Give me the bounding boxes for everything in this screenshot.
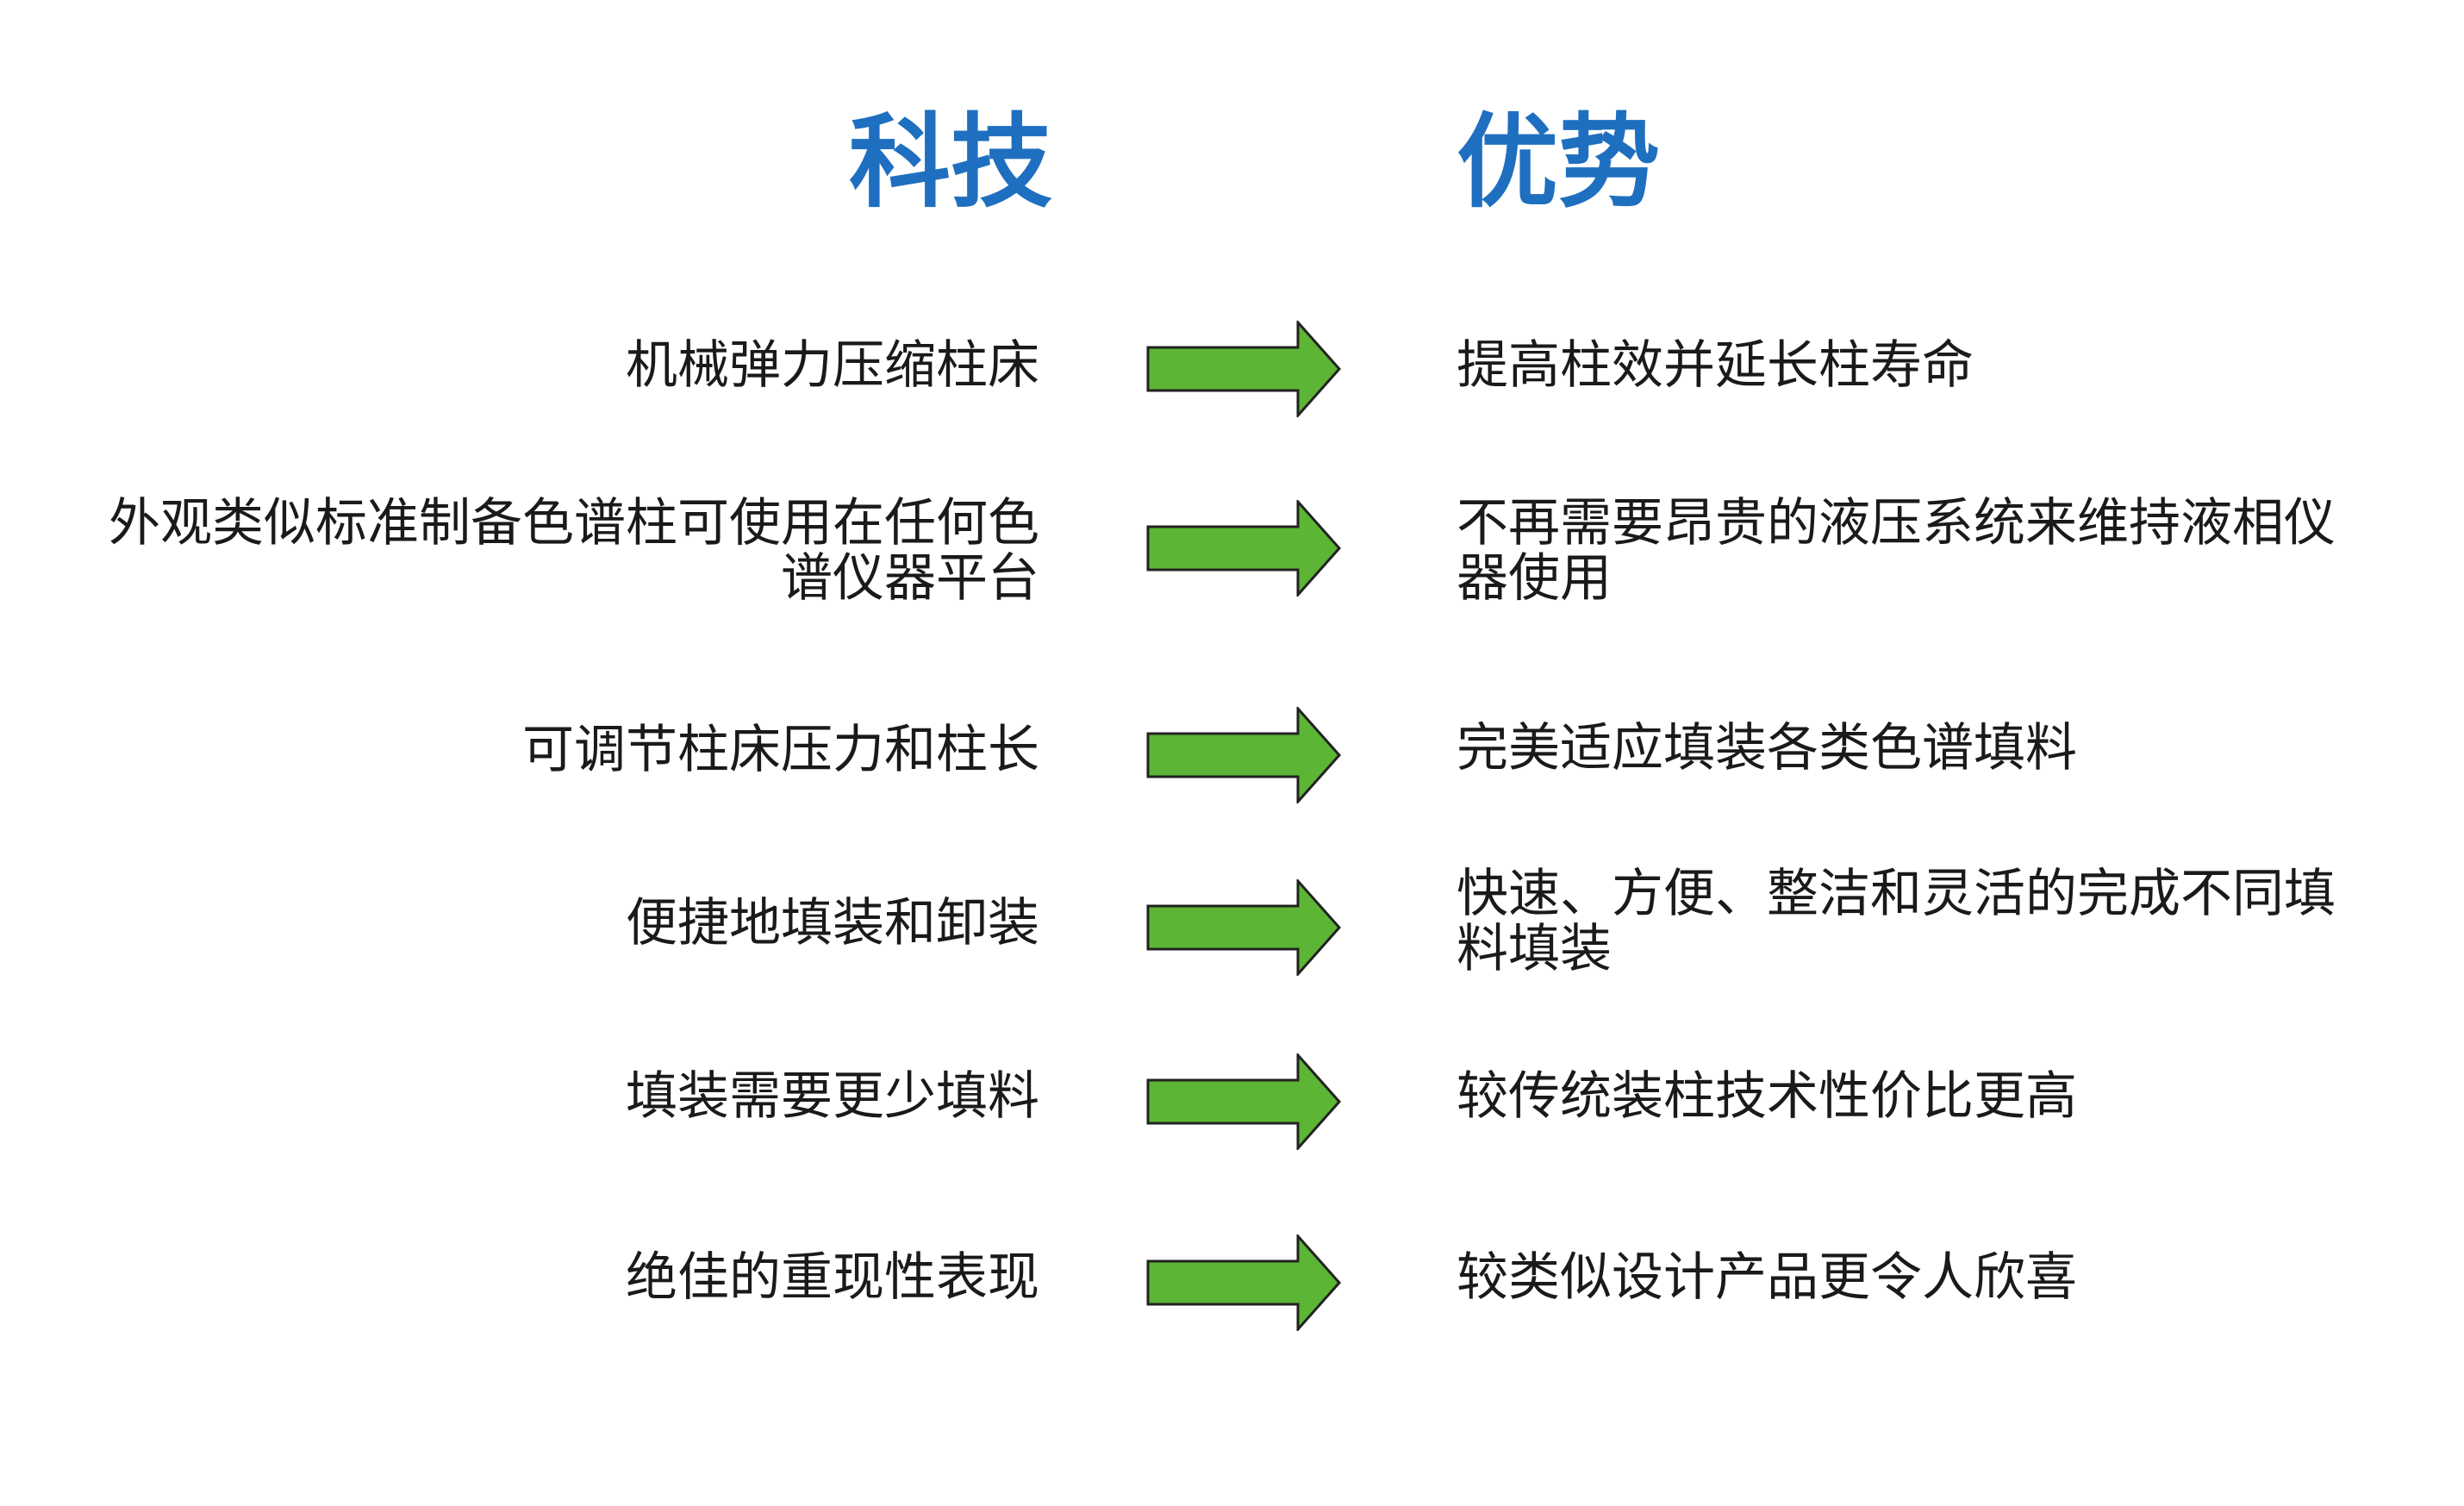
arrow-icon	[1146, 321, 1343, 417]
technology-item-4: 便捷地填装和卸装	[626, 896, 1039, 951]
advantage-item-4-line-2: 料填装	[1457, 919, 1612, 979]
advantage-item-2-line-1: 不再需要昂贵的液压系统来维持液相仪	[1457, 493, 2336, 553]
technology-item-6: 绝佳的重现性表现	[626, 1250, 1039, 1305]
arrow-icon	[1146, 500, 1343, 597]
advantage-item-6: 较类似设计产品更令人欣喜	[1457, 1250, 2077, 1305]
advantage-item-4-line-1: 快速、方便、整洁和灵活的完成不同填	[1457, 864, 2336, 924]
technology-item-1: 机械弹力压缩柱床	[626, 338, 1039, 393]
technology-item-4-line-1: 便捷地填装和卸装	[626, 893, 1039, 953]
technology-item-3: 可调节柱床压力和柱长	[522, 722, 1039, 778]
technology-item-6-line-1: 绝佳的重现性表现	[626, 1247, 1039, 1308]
advantage-item-1-line-1: 提高柱效并延长柱寿命	[1457, 335, 1974, 396]
advantage-heading: 优势	[1457, 103, 1661, 222]
advantage-item-4: 快速、方便、整洁和灵活的完成不同填 料填装	[1457, 866, 2336, 977]
advantage-item-5-line-1: 较传统装柱技术性价比更高	[1457, 1066, 2077, 1127]
advantage-item-2: 不再需要昂贵的液压系统来维持液相仪 器使用	[1457, 496, 2336, 606]
arrow-icon	[1146, 879, 1343, 976]
advantage-item-2-line-2: 器使用	[1457, 548, 1612, 609]
advantage-item-6-line-1: 较类似设计产品更令人欣喜	[1457, 1247, 2077, 1308]
advantage-item-1: 提高柱效并延长柱寿命	[1457, 338, 1974, 393]
arrow-icon	[1146, 1053, 1343, 1150]
technology-item-1-line-1: 机械弹力压缩柱床	[626, 335, 1039, 396]
arrow-icon	[1146, 707, 1343, 803]
technology-item-5: 填装需要更少填料	[626, 1069, 1039, 1124]
technology-heading: 科技	[849, 103, 1053, 222]
technology-item-2-line-1: 外观类似标准制备色谱柱可使用在任何色	[109, 493, 1039, 553]
arrow-icon	[1146, 1234, 1343, 1331]
advantage-item-3: 完美适应填装各类色谱填料	[1457, 721, 2077, 776]
advantage-item-3-line-1: 完美适应填装各类色谱填料	[1457, 718, 2077, 778]
technology-item-2-line-2: 谱仪器平台	[781, 548, 1039, 609]
technology-item-2: 外观类似标准制备色谱柱可使用在任何色 谱仪器平台	[109, 496, 1039, 606]
technology-item-3-line-1: 可调节柱床压力和柱长	[522, 720, 1039, 780]
advantage-item-5: 较传统装柱技术性价比更高	[1457, 1069, 2077, 1124]
technology-item-5-line-1: 填装需要更少填料	[626, 1066, 1039, 1127]
